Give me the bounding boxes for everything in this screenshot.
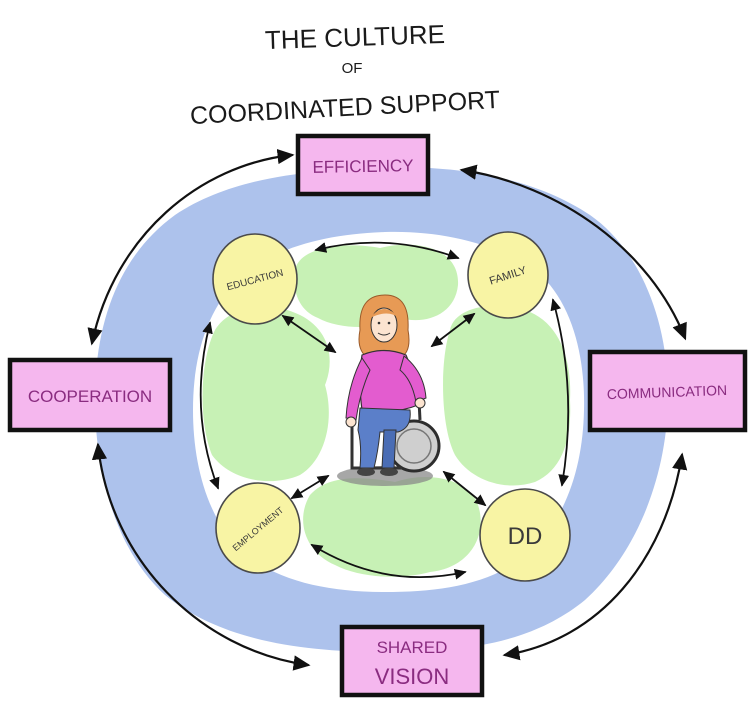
box-communication: COMMUNICATION: [587, 349, 748, 433]
arrow-dd-employment: [310, 544, 467, 580]
box-communication-frame: [587, 349, 748, 433]
arrow-cooperation-shared-vision: [91, 442, 311, 671]
box-cooperation-label: COOPERATION: [28, 387, 152, 406]
arrow-employment-education: [199, 321, 220, 490]
arrow-dd-person: [442, 470, 487, 507]
circle-education: EDUCATION: [212, 233, 298, 325]
circle-dd-shape: [479, 488, 571, 582]
person-shoe-left: [357, 468, 375, 476]
arrow-employment-person: [290, 475, 330, 499]
box-efficiency-label: EFFICIENCY: [312, 156, 413, 177]
box-shared-vision-line1: SHARED: [377, 638, 448, 657]
person-bangs: [370, 309, 399, 318]
arrow-family-dd: [550, 298, 570, 487]
person-smile: [377, 332, 391, 336]
box-cooperation-frame: [7, 357, 173, 433]
person-pants: [357, 407, 411, 469]
arrow-efficiency-cooperation: [87, 148, 295, 346]
circle-employment-shape: [215, 482, 301, 574]
inner-area-bottom: [303, 476, 481, 577]
person-hand-right: [414, 397, 426, 409]
inner-area-right: [443, 305, 571, 486]
circle-family: FAMILY: [467, 231, 549, 319]
box-communication-label: COMMUNICATION: [607, 382, 728, 402]
circle-employment: EMPLOYMENT: [215, 482, 301, 574]
box-efficiency: EFFICIENCY: [295, 133, 431, 197]
box-shared-vision: SHARED VISION: [339, 624, 485, 698]
arrow-education-person: [281, 314, 337, 354]
person-eye-left: [377, 321, 381, 325]
person-hand-left: [345, 416, 357, 428]
diagram-title: THE CULTURE OF COORDINATED SUPPORT: [189, 19, 500, 130]
circle-dd-label: DD: [508, 523, 543, 550]
box-cooperation: COOPERATION: [7, 357, 173, 433]
circle-family-shape: [467, 231, 549, 319]
circle-education-shape: [212, 233, 298, 325]
arrow-efficiency-communication: [459, 164, 687, 341]
person-in-wheelchair-icon: [337, 294, 441, 486]
arrow-family-person: [430, 312, 476, 348]
circle-dd: DD: [479, 488, 571, 582]
arrow-shared-vision-communication: [502, 452, 688, 661]
box-shared-vision-frame: [339, 624, 485, 698]
arrow-education-family: [314, 241, 460, 260]
person-shoe-right: [380, 468, 398, 476]
person-eye-right: [387, 321, 391, 325]
inner-area-top: [294, 244, 459, 327]
title-line-1: THE CULTURE: [264, 19, 445, 55]
inner-area-left: [202, 306, 330, 482]
title-line-2: OF: [342, 60, 363, 77]
person-face: [370, 307, 398, 343]
title-line-3: COORDINATED SUPPORT: [189, 86, 500, 130]
wheelchair-wheel-rim: [396, 428, 432, 464]
box-efficiency-frame: [295, 133, 431, 197]
box-shared-vision-line2: VISION: [375, 664, 450, 689]
person-leg-right: [381, 429, 397, 469]
